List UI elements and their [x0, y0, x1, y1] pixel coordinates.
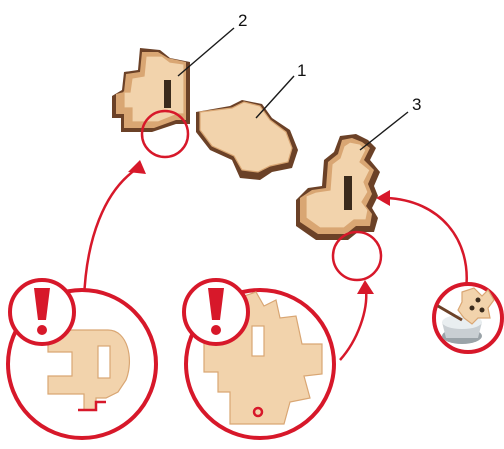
part-1-piece: [196, 100, 298, 180]
glue-badge: [432, 282, 504, 354]
part-3-piece: [296, 134, 380, 240]
arrowhead-part-3: [357, 280, 374, 294]
callout-part-1: 1: [255, 61, 306, 119]
highlight-circle-part-3: [331, 230, 383, 282]
part-2-piece: [112, 48, 190, 132]
callout-number-2: 2: [238, 11, 247, 30]
warning-exclamation-icon: [34, 288, 50, 335]
callout-part-3: 3: [359, 95, 421, 151]
callout-number-1: 1: [297, 61, 306, 80]
arrow-to-part-2: [82, 166, 139, 301]
arrowhead-part-2: [128, 160, 146, 174]
gap-marker-left: [78, 400, 106, 412]
arrow-to-part-3: [339, 289, 368, 361]
dot-marker-middle: [252, 406, 264, 418]
arrow-from-glue: [385, 196, 468, 291]
highlight-circle-part-2: [140, 109, 190, 159]
warning-exclamation-icon: [208, 288, 224, 335]
warning-badge-left: [8, 278, 76, 346]
warning-badge-middle: [182, 278, 250, 346]
callout-number-3: 3: [412, 95, 421, 114]
arrowhead-glue: [376, 190, 390, 206]
callout-part-2: 2: [177, 11, 247, 77]
glue-bowl-icon: [437, 287, 495, 344]
